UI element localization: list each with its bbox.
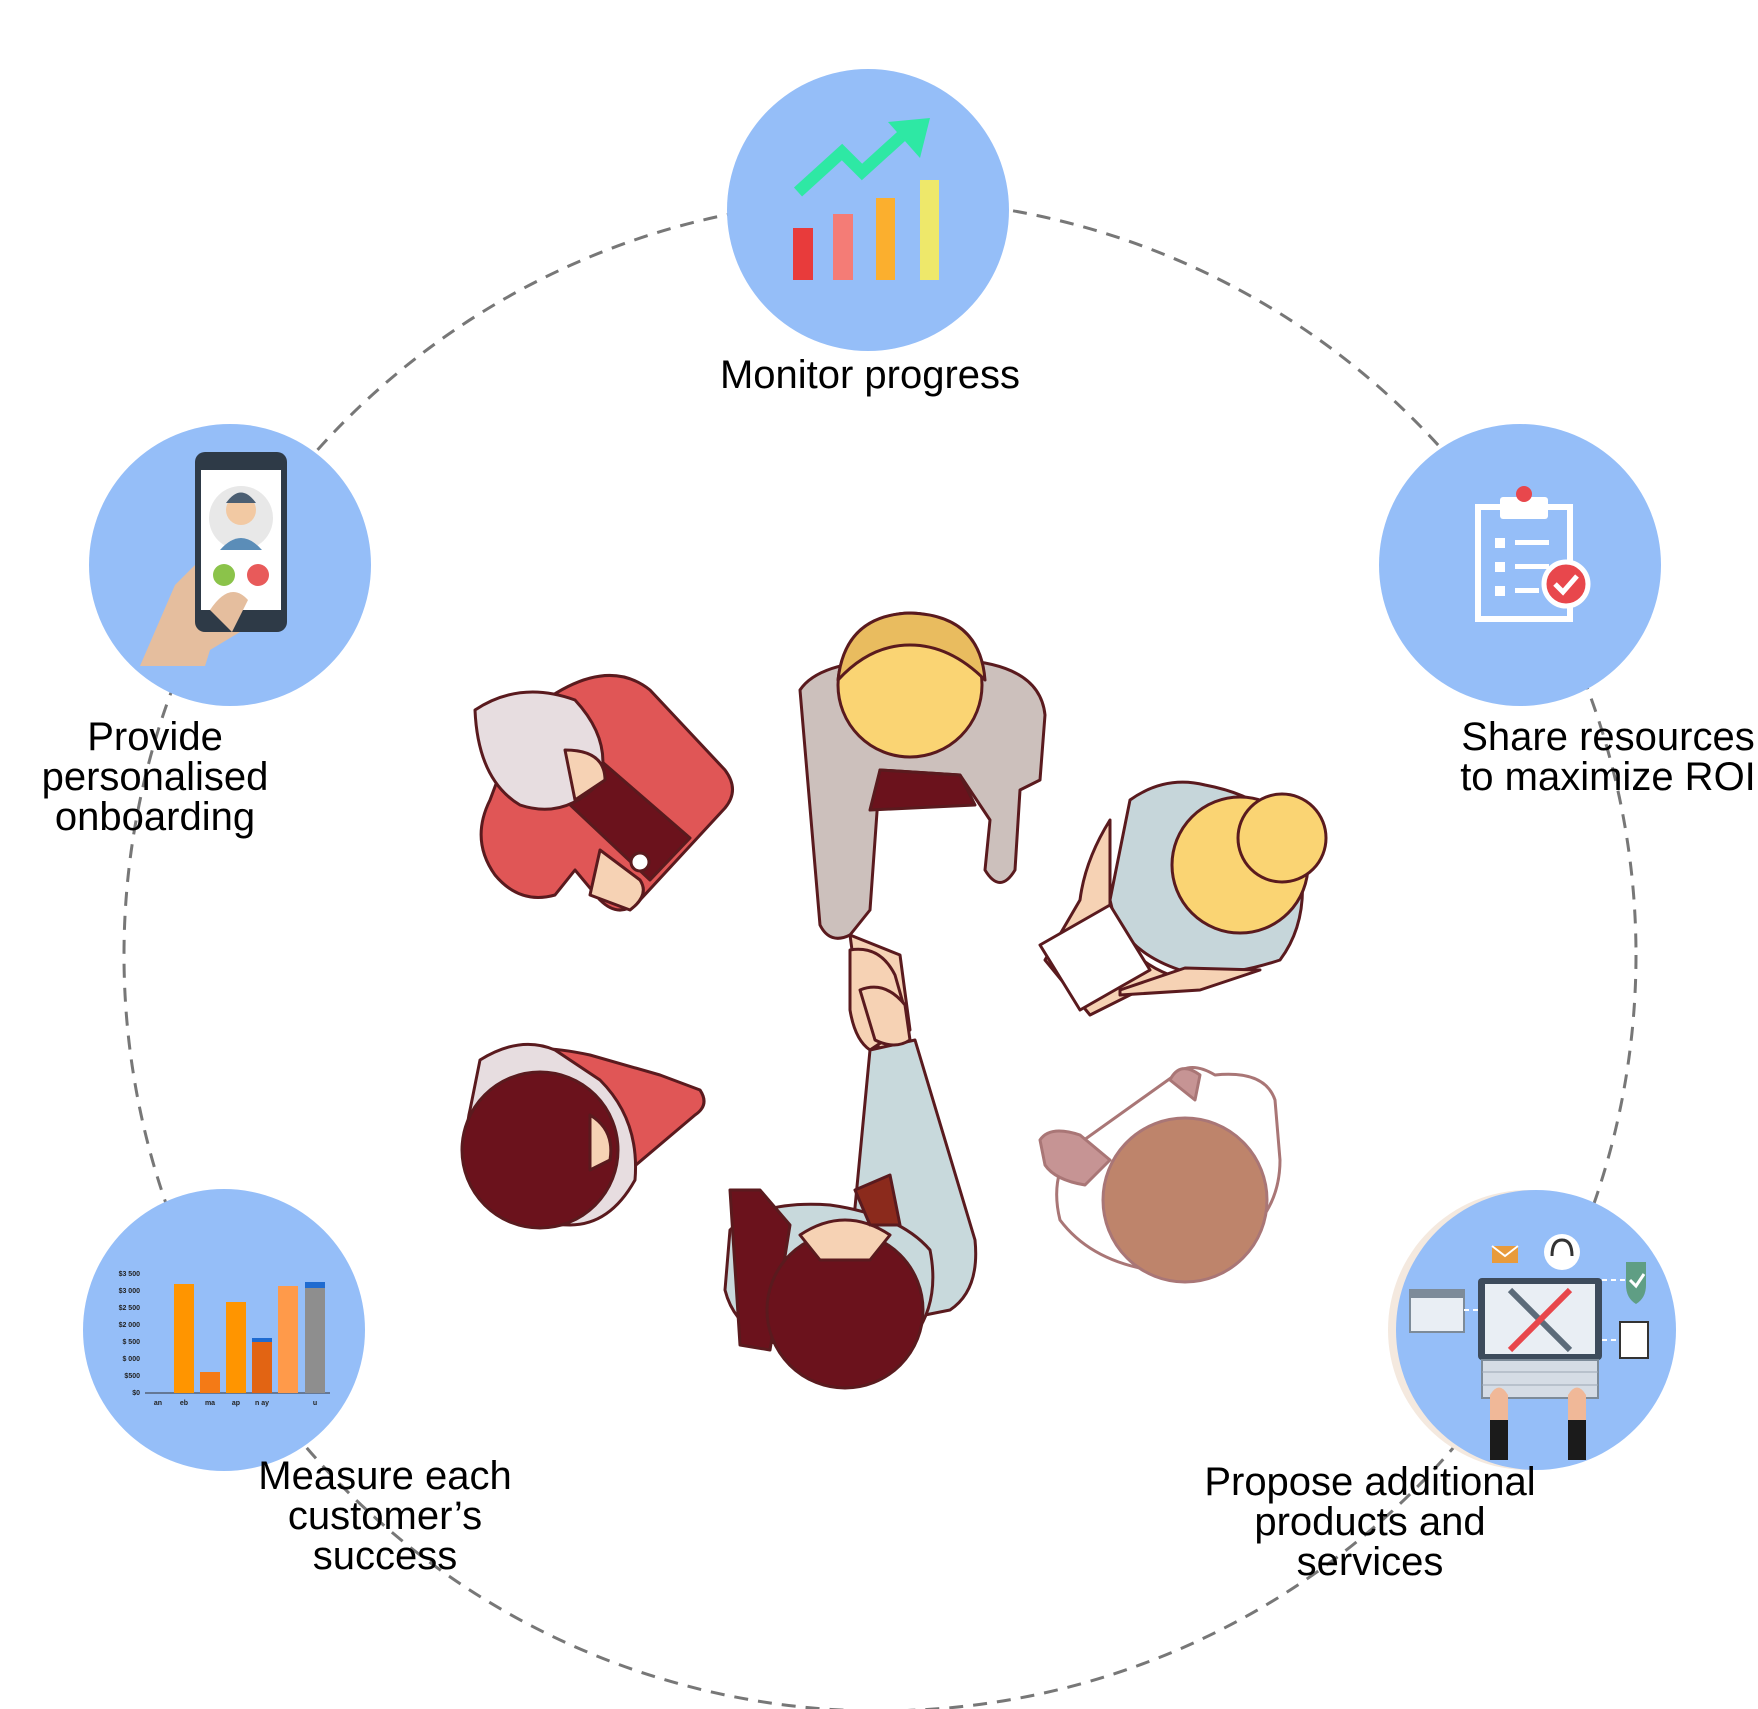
laptop-tools-icon <box>1409 1234 1649 1460</box>
mini-x-tick: an <box>154 1400 162 1407</box>
share-resources-node <box>1379 424 1661 706</box>
phone-call-icon <box>140 452 287 666</box>
mini-y-tick: $ 500 <box>122 1339 140 1346</box>
mini-bar <box>278 1286 298 1393</box>
measure-success-node: $3 500 $3 000 $2 500 $2 000 $ 500 $ 000 … <box>83 1189 365 1471</box>
mini-bar <box>305 1282 325 1393</box>
mini-bar <box>226 1302 246 1393</box>
bar-chart-icon: $3 500 $3 000 $2 500 $2 000 $ 500 $ 000 … <box>119 1271 330 1407</box>
clipboard-checklist-icon <box>1475 486 1591 622</box>
mini-y-tick: $0 <box>132 1390 140 1397</box>
mini-bar <box>174 1284 194 1393</box>
mini-y-tick: $3 000 <box>119 1288 141 1295</box>
person-yellow-laptop <box>1038 780 1328 1017</box>
mini-x-tick: ma <box>205 1400 215 1407</box>
mini-x-tick: eb <box>180 1400 188 1407</box>
propose-products-node <box>1388 1190 1676 1470</box>
step-label-provide-onboarding: Provide personalised onboarding <box>41 715 269 839</box>
mini-y-axis: $3 500 $3 000 $2 500 $2 000 $ 500 $ 000 … <box>119 1271 141 1397</box>
mini-bar <box>200 1372 220 1393</box>
mini-y-tick: $ 000 <box>122 1356 140 1363</box>
mini-x-tick: n ay <box>255 1400 269 1407</box>
node-circle <box>727 69 1009 351</box>
mini-y-tick: $3 500 <box>119 1271 141 1278</box>
person-brown <box>1038 1066 1282 1284</box>
growth-chart-icon <box>793 118 939 280</box>
mini-y-tick: $2 000 <box>119 1322 141 1329</box>
person-light-blue <box>723 1038 978 1390</box>
handshake-hands <box>848 947 912 1052</box>
mini-y-tick: $500 <box>124 1373 140 1380</box>
person-red <box>473 674 734 912</box>
mini-x-tick: u <box>313 1400 317 1407</box>
step-label-share-resources: Share resources to maximize ROI <box>1460 715 1756 799</box>
person-yellow-grey <box>798 611 1047 1052</box>
mini-x-axis: an eb ma ap n ay u <box>154 1400 317 1407</box>
node-circle <box>83 1189 365 1471</box>
step-label-measure-success: Measure each customer’s success <box>258 1454 512 1578</box>
mini-y-tick: $2 500 <box>119 1305 141 1312</box>
handshake-people-icon <box>460 611 1328 1390</box>
monitor-progress-node <box>727 69 1009 351</box>
onboarding-node <box>89 424 371 706</box>
mini-x-tick: ap <box>232 1400 240 1407</box>
person-maroon <box>460 1042 706 1230</box>
step-label-monitor-progress: Monitor progress <box>719 353 1021 397</box>
mini-bar <box>252 1338 272 1393</box>
step-label-propose-additional: Propose additional products and services <box>1204 1460 1536 1584</box>
